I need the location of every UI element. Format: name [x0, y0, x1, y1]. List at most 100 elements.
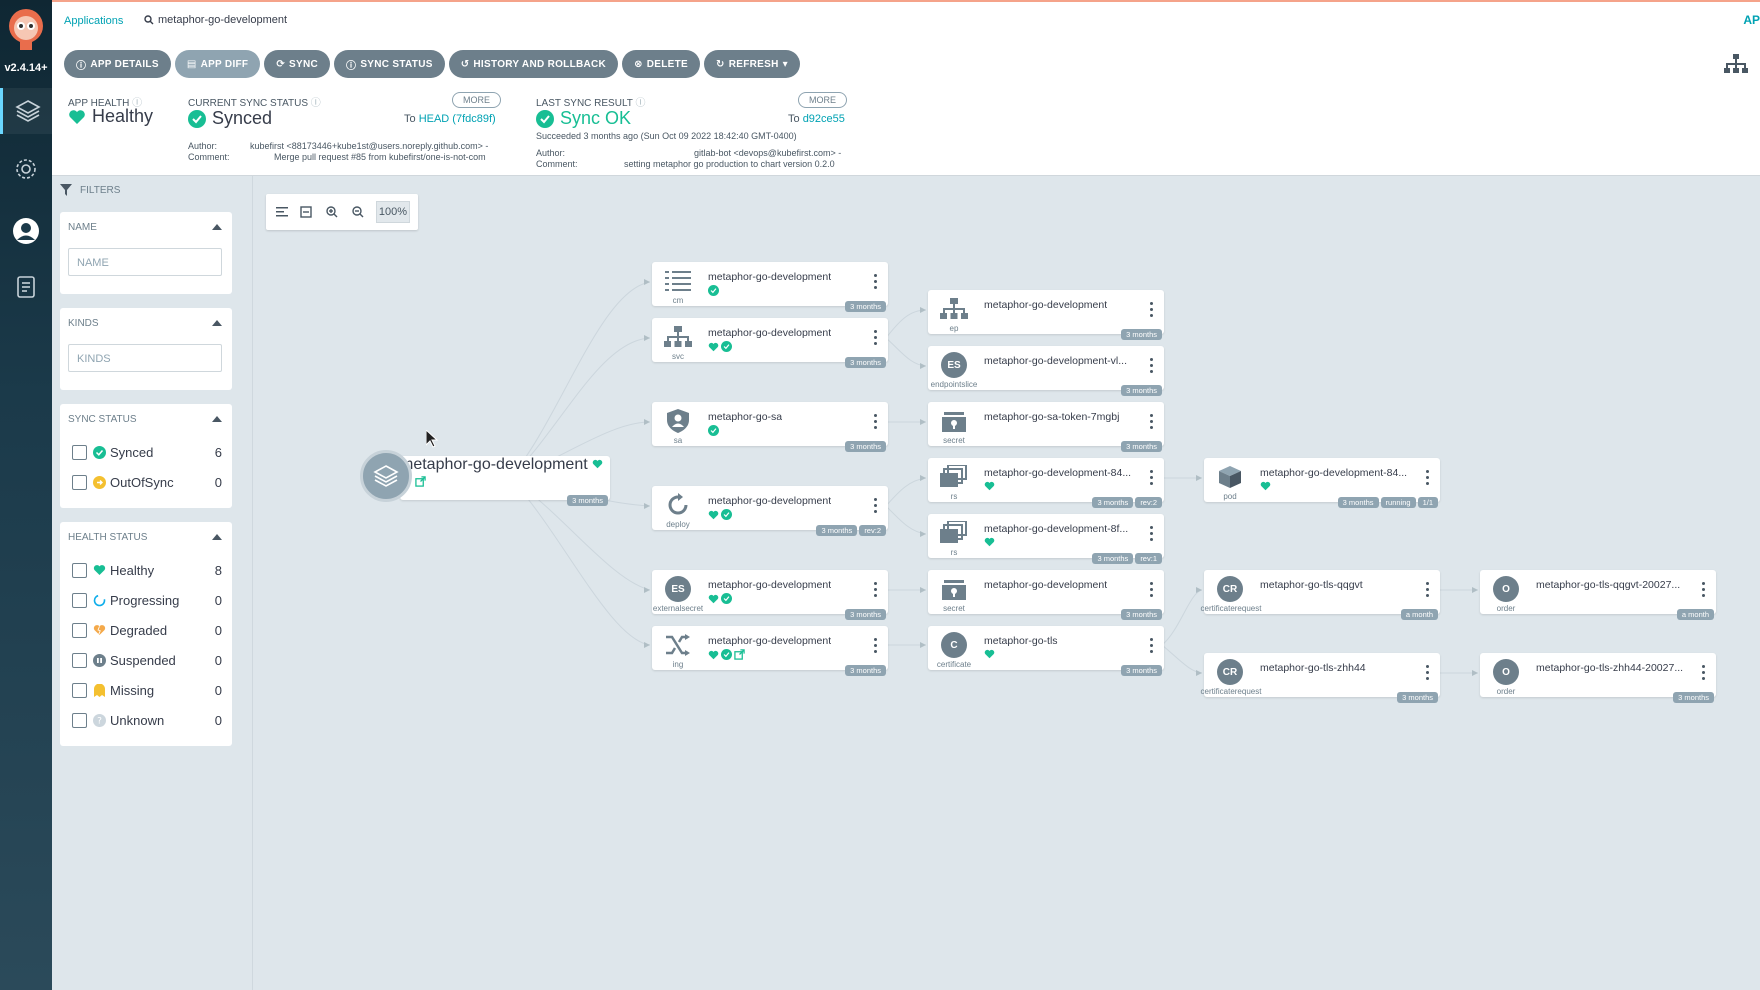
nav-settings-icon[interactable]: [0, 146, 52, 192]
align-icon[interactable]: [272, 202, 292, 222]
node-sa-secret[interactable]: secret metaphor-go-sa-token-7mgbj 3 mont…: [928, 402, 1164, 452]
node-ing[interactable]: ing metaphor-go-development 3 months: [652, 626, 888, 676]
node-certificate[interactable]: C certificate metaphor-go-tls 3 months: [928, 626, 1164, 676]
filter-row-progressing[interactable]: Progressing 0: [72, 590, 222, 610]
node-menu-icon[interactable]: [874, 330, 878, 346]
filter-row-synced[interactable]: Synced 6: [72, 442, 222, 462]
sync-button[interactable]: ⟳SYNC: [264, 50, 331, 78]
node-menu-icon[interactable]: [1426, 665, 1430, 681]
node-certificaterequest-2[interactable]: CR certificaterequest metaphor-go-tls-zh…: [1201, 653, 1440, 703]
service-account-icon: [660, 406, 696, 436]
last-sync-revision-link[interactable]: d92ce55: [802, 113, 845, 125]
caret-up-icon[interactable]: [212, 320, 222, 326]
node-menu-icon[interactable]: [1702, 665, 1706, 681]
node-menu-icon[interactable]: [1150, 638, 1154, 654]
node-name: metaphor-go-sa: [708, 411, 783, 423]
node-menu-icon[interactable]: [1426, 470, 1430, 486]
node-order-2[interactable]: O order metaphor-go-tls-zhh44-20027... 3…: [1480, 653, 1716, 703]
node-status: [984, 537, 995, 547]
certificaterequest-icon: CR: [1212, 657, 1248, 687]
checkbox[interactable]: [72, 444, 87, 460]
checkbox[interactable]: [72, 622, 87, 638]
nav-applications-icon[interactable]: [0, 88, 52, 134]
node-externalsecret[interactable]: ES externalsecret metaphor-go-developmen…: [652, 570, 888, 620]
filter-row-outofsync[interactable]: OutOfSync 0: [72, 472, 222, 492]
checkbox[interactable]: [72, 652, 87, 668]
node-menu-icon[interactable]: [1150, 526, 1154, 542]
breadcrumb-applications[interactable]: Applications: [64, 15, 124, 27]
filter-row-degraded[interactable]: Degraded 0: [72, 620, 222, 640]
last-sync-more-button[interactable]: MORE: [798, 92, 847, 108]
node-name: metaphor-go-development-84...: [984, 467, 1132, 479]
checkbox[interactable]: [72, 592, 87, 608]
node-status: [1260, 481, 1271, 491]
node-rs-1[interactable]: rs metaphor-go-development-84... 3 month…: [928, 458, 1164, 508]
refresh-button[interactable]: ↻REFRESH▾: [704, 50, 800, 78]
kinds-filter-input[interactable]: KINDS: [68, 344, 222, 372]
secret-icon: [936, 406, 972, 436]
checkbox[interactable]: [72, 682, 87, 698]
node-rs-2[interactable]: rs metaphor-go-development-8f... 3 month…: [928, 514, 1164, 564]
node-age-tag: 3 months: [1121, 609, 1162, 620]
node-menu-icon[interactable]: [1426, 582, 1430, 598]
node-svc[interactable]: svc metaphor-go-development 3 months: [652, 318, 888, 368]
filter-row-unknown[interactable]: ? Unknown 0: [72, 710, 222, 730]
node-menu-icon[interactable]: [1150, 414, 1154, 430]
filter-row-missing[interactable]: Missing 0: [72, 680, 222, 700]
node-ep[interactable]: ep metaphor-go-development 3 months: [928, 290, 1164, 340]
node-pod[interactable]: pod metaphor-go-development-84... 3 mont…: [1204, 458, 1440, 508]
top-bar: Applications metaphor-go-development AP: [52, 0, 1760, 40]
node-endpointslice[interactable]: ES endpointslice metaphor-go-development…: [928, 346, 1164, 396]
service-icon: [660, 322, 696, 352]
secret-icon: [936, 574, 972, 604]
last-sync-succeeded: Succeeded 3 months ago (Sun Oct 09 2022 …: [536, 131, 797, 141]
node-menu-icon[interactable]: [1150, 358, 1154, 374]
node-secret[interactable]: secret metaphor-go-development 3 months: [928, 570, 1164, 620]
filter-row-healthy[interactable]: Healthy 8: [72, 560, 222, 580]
node-cm[interactable]: cm metaphor-go-development 3 months: [652, 262, 888, 312]
delete-button[interactable]: ⊗DELETE: [622, 50, 701, 78]
node-age-tag: 3 months: [1397, 692, 1438, 703]
node-menu-icon[interactable]: [874, 582, 878, 598]
app-root-node[interactable]: metaphor-go-development 3 months: [360, 450, 610, 506]
node-status: [708, 509, 732, 520]
node-sa[interactable]: sa metaphor-go-sa 3 months: [652, 402, 888, 452]
node-menu-icon[interactable]: [1150, 302, 1154, 318]
node-menu-icon[interactable]: [1150, 470, 1154, 486]
checkbox[interactable]: [72, 562, 87, 578]
history-rollback-button[interactable]: ↺HISTORY AND ROLLBACK: [448, 50, 619, 78]
sync-revision-link[interactable]: HEAD (7fdc89f): [418, 113, 496, 125]
filter-row-suspended[interactable]: Suspended 0: [72, 650, 222, 670]
node-kind: externalsecret: [652, 604, 704, 613]
node-menu-icon[interactable]: [1150, 582, 1154, 598]
checkbox[interactable]: [72, 474, 87, 490]
breadcrumb-current[interactable]: metaphor-go-development: [144, 14, 287, 26]
fit-icon[interactable]: [296, 202, 316, 222]
node-certificaterequest-1[interactable]: CR certificaterequest metaphor-go-tls-qq…: [1201, 570, 1440, 620]
argo-logo-icon[interactable]: [6, 6, 46, 52]
sync-icon: ⟳: [276, 58, 286, 70]
node-menu-icon[interactable]: [1702, 582, 1706, 598]
sync-comment-label: Comment:: [188, 152, 230, 162]
caret-up-icon[interactable]: [212, 534, 222, 540]
tree-view-icon[interactable]: [1724, 54, 1748, 79]
zoom-in-icon[interactable]: [322, 202, 342, 222]
app-diff-button[interactable]: ▤APP DIFF: [174, 50, 261, 78]
nav-docs-icon[interactable]: [0, 264, 52, 310]
node-menu-icon[interactable]: [874, 498, 878, 514]
zoom-out-icon[interactable]: [348, 202, 368, 222]
caret-up-icon[interactable]: [212, 416, 222, 422]
name-filter-input[interactable]: NAME: [68, 248, 222, 276]
node-menu-icon[interactable]: [874, 274, 878, 290]
sync-status-more-button[interactable]: MORE: [452, 92, 501, 108]
node-menu-icon[interactable]: [874, 414, 878, 430]
nav-user-icon[interactable]: [0, 208, 52, 254]
node-order-1[interactable]: O order metaphor-go-tls-qqgvt-20027... a…: [1480, 570, 1716, 620]
checkbox[interactable]: [72, 712, 87, 728]
caret-up-icon[interactable]: [212, 224, 222, 230]
node-menu-icon[interactable]: [874, 638, 878, 654]
